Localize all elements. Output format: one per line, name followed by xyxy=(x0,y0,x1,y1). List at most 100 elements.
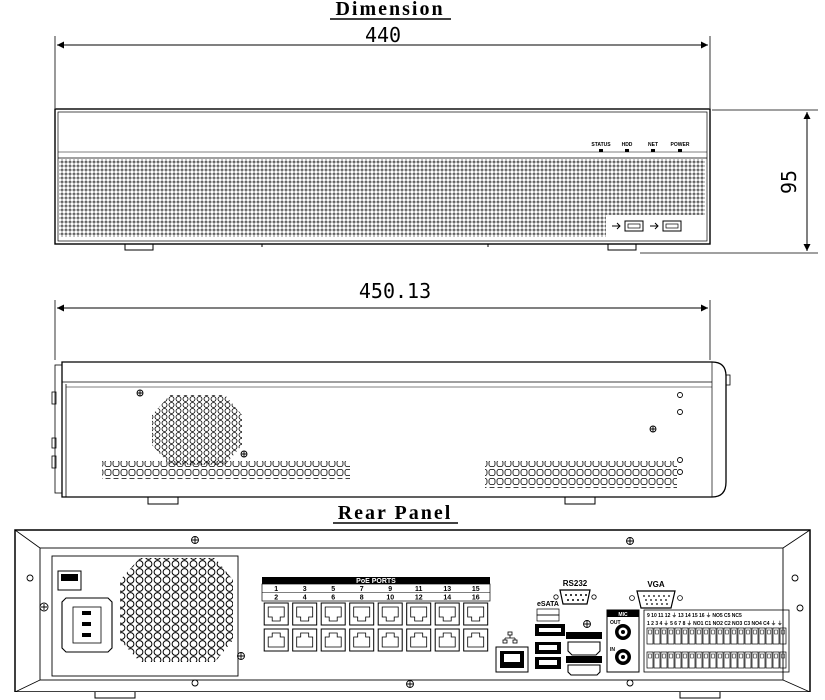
led-label-status: STATUS xyxy=(591,142,611,148)
alarm-terminal[interactable] xyxy=(758,627,766,645)
poe-port-number: 2 xyxy=(274,595,278,602)
alarm-terminal[interactable] xyxy=(667,627,675,645)
alarm-terminal[interactable] xyxy=(744,627,752,645)
esata-label: eSATA xyxy=(537,601,559,608)
depth-dimension: 450.13 xyxy=(54,279,711,360)
alarm-terminal[interactable] xyxy=(702,627,710,645)
poe-ports xyxy=(263,602,489,652)
alarm-terminal[interactable] xyxy=(653,651,661,669)
poe-ethernet-port[interactable] xyxy=(263,602,289,626)
poe-ethernet-port[interactable] xyxy=(263,628,289,652)
side-view xyxy=(51,361,731,505)
alarm-terminal[interactable] xyxy=(716,651,724,669)
hdmi-logo-2 xyxy=(566,656,602,663)
alarm-terminal[interactable] xyxy=(688,651,696,669)
hdmi-logo-1 xyxy=(566,632,602,639)
alarm-terminal[interactable] xyxy=(716,627,724,645)
poe-port-number: 4 xyxy=(303,595,307,602)
alarm-terminal[interactable] xyxy=(730,627,738,645)
alarm-terminal[interactable] xyxy=(737,651,745,669)
front-led-indicators: STATUS HDD NET POWER xyxy=(591,142,690,152)
poe-port-number: 6 xyxy=(331,595,335,602)
alarm-terminal[interactable] xyxy=(702,651,710,669)
alarm-terminal[interactable] xyxy=(667,651,675,669)
led-label-power: POWER xyxy=(671,142,690,148)
alarm-terminal[interactable] xyxy=(681,627,689,645)
network-icon xyxy=(502,631,518,644)
alarm-terminal[interactable] xyxy=(758,651,766,669)
power-supply-module xyxy=(51,555,239,677)
poe-port-number: 14 xyxy=(443,595,451,602)
alarm-terminal[interactable] xyxy=(723,651,731,669)
alarm-terminal[interactable] xyxy=(674,627,682,645)
alarm-terminal[interactable] xyxy=(646,651,654,669)
poe-header-bar xyxy=(262,577,490,584)
poe-ethernet-port[interactable] xyxy=(463,628,489,652)
rear-fan-grille xyxy=(120,558,233,662)
poe-port-number: 13 xyxy=(443,586,451,593)
alarm-terminal[interactable] xyxy=(765,651,773,669)
alarm-bottom-labels: 1 2 3 4 ⏚ 5 6 7 8 ⏚ NO1 C1 NO2 C2 NO3 C3… xyxy=(647,620,782,627)
poe-ethernet-port[interactable] xyxy=(434,602,460,626)
mic-label: MIC xyxy=(618,612,628,618)
poe-ethernet-port[interactable] xyxy=(406,628,432,652)
alarm-terminal[interactable] xyxy=(751,651,759,669)
alarm-terminal[interactable] xyxy=(751,627,759,645)
alarm-terminal[interactable] xyxy=(723,627,731,645)
alarm-terminal[interactable] xyxy=(765,627,773,645)
poe-ethernet-port[interactable] xyxy=(349,628,375,652)
poe-ethernet-port[interactable] xyxy=(292,628,318,652)
alarm-terminal[interactable] xyxy=(674,651,682,669)
rs232-label: RS232 xyxy=(563,579,588,588)
hdmi-port-2[interactable] xyxy=(567,664,601,676)
alarm-terminal[interactable] xyxy=(653,627,661,645)
poe-ethernet-port[interactable] xyxy=(349,602,375,626)
alarm-terminal[interactable] xyxy=(772,651,780,669)
vga-label: VGA xyxy=(647,580,665,589)
hdmi-port-1[interactable] xyxy=(567,641,601,656)
dimension-title: Dimension xyxy=(330,0,451,20)
side-vent-slots-right xyxy=(485,461,677,488)
alarm-terminal[interactable] xyxy=(744,651,752,669)
poe-ethernet-port[interactable] xyxy=(320,628,346,652)
alarm-terminal[interactable] xyxy=(709,651,717,669)
depth-label: 450.13 xyxy=(359,279,431,303)
poe-port-number: 15 xyxy=(472,586,480,593)
side-vent-slots-left xyxy=(102,461,350,479)
alarm-terminal[interactable] xyxy=(772,627,780,645)
alarm-terminal[interactable] xyxy=(660,627,668,645)
poe-ethernet-port[interactable] xyxy=(377,628,403,652)
alarm-terminal[interactable] xyxy=(695,627,703,645)
poe-ethernet-port[interactable] xyxy=(434,628,460,652)
alarm-terminal[interactable] xyxy=(779,627,787,645)
poe-port-number: 7 xyxy=(360,586,364,593)
poe-ethernet-port[interactable] xyxy=(463,602,489,626)
alarm-terminal[interactable] xyxy=(646,627,654,645)
poe-ethernet-port[interactable] xyxy=(406,602,432,626)
poe-ethernet-port[interactable] xyxy=(292,602,318,626)
poe-port-number: 12 xyxy=(415,595,423,602)
poe-port-number: 1 xyxy=(274,586,278,593)
alarm-terminal[interactable] xyxy=(695,651,703,669)
front-usb-port-1[interactable] xyxy=(624,220,644,232)
usb-icon xyxy=(650,222,659,230)
poe-port-number: 9 xyxy=(388,586,392,593)
poe-port-number: 5 xyxy=(331,586,335,593)
alarm-terminal-block xyxy=(643,609,790,673)
dimension-title-text: Dimension xyxy=(335,0,444,20)
alarm-terminal[interactable] xyxy=(688,627,696,645)
rs232-port[interactable] xyxy=(559,589,591,605)
alarm-terminal[interactable] xyxy=(779,651,787,669)
alarm-terminal[interactable] xyxy=(730,651,738,669)
alarm-terminal[interactable] xyxy=(660,651,668,669)
poe-port-number: 3 xyxy=(303,586,307,593)
poe-ethernet-port[interactable] xyxy=(377,602,403,626)
alarm-terminal[interactable] xyxy=(709,627,717,645)
poe-ethernet-port[interactable] xyxy=(320,602,346,626)
led-label-net: NET xyxy=(648,142,658,148)
alarm-terminal[interactable] xyxy=(681,651,689,669)
mic-out-label: OUT xyxy=(610,620,621,626)
front-usb-port-2[interactable] xyxy=(662,220,682,232)
alarm-terminal[interactable] xyxy=(737,627,745,645)
